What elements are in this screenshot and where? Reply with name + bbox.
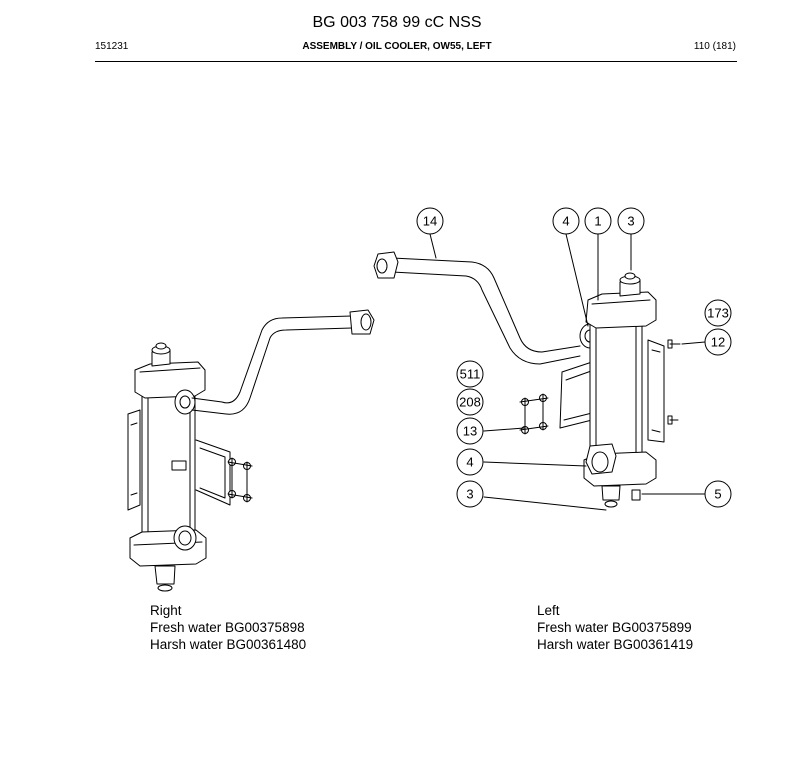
left-oil-cooler-assembly <box>373 251 681 508</box>
callout-12: 12 <box>704 328 732 356</box>
svg-text:511: 511 <box>460 367 481 382</box>
callout-3-bottom: 3 <box>456 480 484 508</box>
svg-text:14: 14 <box>423 214 437 229</box>
svg-text:5: 5 <box>714 487 721 502</box>
document-date: 151231 <box>95 41 129 52</box>
svg-text:3: 3 <box>627 214 634 229</box>
svg-text:173: 173 <box>707 306 729 321</box>
svg-text:3: 3 <box>466 487 473 502</box>
callout-14: 14 <box>416 207 444 235</box>
caption-right-fresh: Fresh water BG00375898 <box>150 620 305 635</box>
caption-right-side: Right <box>150 603 182 618</box>
svg-text:208: 208 <box>459 395 481 410</box>
callout-1: 1 <box>584 207 612 235</box>
caption-right-harsh: Harsh water BG00361480 <box>150 637 307 652</box>
callout-3-top: 3 <box>617 207 645 235</box>
document-subtitle: ASSEMBLY / OIL COOLER, OW55, LEFT <box>302 41 492 52</box>
callout-4-top: 4 <box>552 207 580 235</box>
callout-5: 5 <box>704 480 732 508</box>
caption-left: Left Fresh water BG00375899 Harsh water … <box>537 602 693 653</box>
callout-leaders <box>429 233 706 511</box>
caption-left-harsh: Harsh water BG00361419 <box>537 637 694 652</box>
page-number: 110 (181) <box>693 41 736 52</box>
caption-left-side: Left <box>537 603 560 618</box>
svg-text:4: 4 <box>466 455 473 470</box>
caption-left-fresh: Fresh water BG00375899 <box>537 620 692 635</box>
document-title: BG 003 758 99 cC NSS <box>312 14 482 31</box>
header-rule <box>95 61 737 62</box>
right-oil-cooler-assembly <box>127 309 375 592</box>
callout-511: 511 <box>456 360 484 388</box>
callout-208: 208 <box>456 388 484 416</box>
svg-text:12: 12 <box>711 335 725 350</box>
caption-right: Right Fresh water BG00375898 Harsh water… <box>150 602 306 653</box>
svg-text:1: 1 <box>594 214 601 229</box>
callout-13: 13 <box>456 417 484 445</box>
callout-4-bottom: 4 <box>456 448 484 476</box>
callout-balloons: 14 4 1 3 173 12 511 208 13 4 3 5 <box>416 207 732 508</box>
svg-text:4: 4 <box>562 214 569 229</box>
svg-text:13: 13 <box>463 424 477 439</box>
callout-173: 173 <box>704 299 732 327</box>
